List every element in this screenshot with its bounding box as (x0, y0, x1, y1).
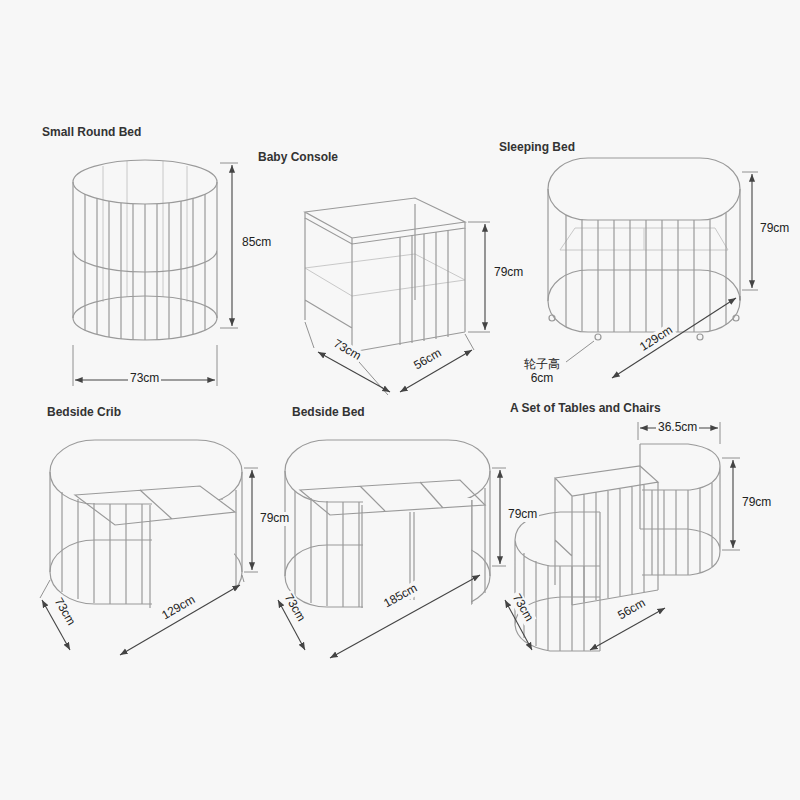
dimension-line (612, 298, 736, 378)
table-and-chairs (505, 422, 740, 651)
dimension-label: 79cm (258, 512, 291, 526)
legs (305, 204, 465, 352)
slats (400, 230, 448, 345)
dimension-line (231, 165, 232, 326)
dimension-label: 79cm (506, 508, 539, 522)
dimension-label: 轮子高 6cm (518, 358, 566, 386)
dimension-line (251, 470, 252, 570)
leader-line (566, 341, 594, 362)
top-rail (73, 160, 217, 204)
chair-left (515, 512, 600, 651)
dimension-label: 79cm (492, 266, 525, 280)
extension-lines (638, 422, 740, 550)
dimension-label: 129cm (636, 322, 677, 355)
dimension-label: 79cm (740, 496, 773, 510)
dimension-label: 73cm (329, 336, 365, 365)
round-bed (73, 160, 238, 386)
extension-lines (740, 172, 758, 300)
dimension-label: 73cm (280, 590, 309, 626)
figure-title: Baby Console (256, 151, 340, 165)
chair-right (640, 444, 720, 575)
wheel (549, 315, 555, 321)
top-rail (548, 158, 740, 220)
baby-console (305, 198, 490, 395)
extension-lines (492, 468, 506, 566)
bottom-rail (548, 270, 740, 332)
extension-lines (305, 222, 490, 395)
shelf (305, 254, 465, 296)
dimension-label: 79cm (758, 222, 791, 236)
sleeping-bed (548, 158, 758, 378)
side-edges (548, 189, 740, 301)
slats (85, 194, 205, 340)
figure-title: A Set of Tables and Chairs (508, 402, 663, 416)
dimension-line (499, 470, 500, 564)
dimension-line (330, 575, 480, 658)
mattress-board (560, 228, 728, 250)
bedside-crib (40, 440, 258, 655)
dimension-line (751, 174, 752, 288)
dimension-line (120, 585, 240, 655)
wheel (595, 334, 601, 340)
dimension-line (484, 224, 485, 330)
table (555, 466, 658, 605)
dimension-label: 73cm (128, 372, 161, 386)
dimension-label: 85cm (240, 236, 273, 250)
figure-title: Bedside Crib (45, 406, 123, 420)
bedside-bed (278, 440, 506, 658)
top-board (305, 198, 465, 244)
front-opening (363, 498, 471, 612)
figure-title: Sleeping Bed (497, 141, 577, 155)
dimension-line (732, 460, 733, 548)
top-rail (285, 440, 490, 502)
mattress-board (300, 480, 485, 608)
wheel (733, 315, 739, 321)
figure-title: Small Round Bed (40, 126, 143, 140)
extension-lines (40, 468, 258, 598)
dimension-label: 73cm (508, 590, 537, 626)
extension-lines (73, 163, 238, 386)
wheel (697, 334, 703, 340)
figure-title: Bedside Bed (290, 406, 367, 420)
dimension-label: 73cm (50, 594, 79, 630)
dimension-label: 56cm (410, 345, 446, 374)
slats (566, 213, 726, 332)
dimension-label: 36.5cm (656, 421, 699, 435)
mattress-board (75, 486, 235, 608)
